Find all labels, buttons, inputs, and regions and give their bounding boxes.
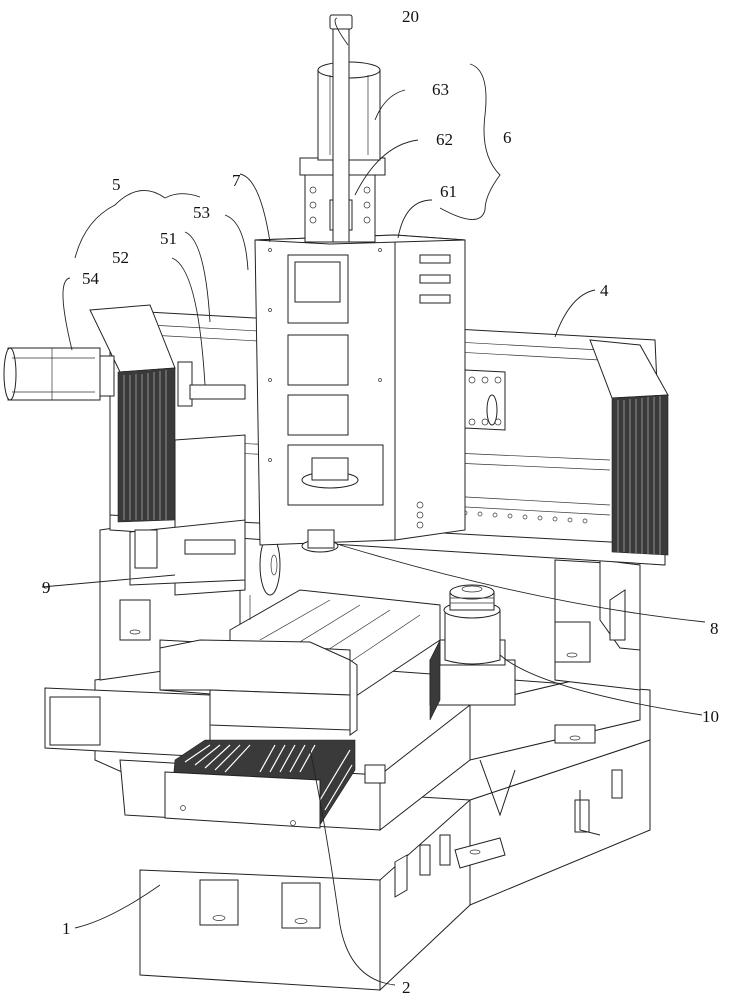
rotary-unit-10 xyxy=(429,584,516,706)
label-62: 62 xyxy=(436,130,453,149)
label-52: 52 xyxy=(112,248,129,267)
label-51: 51 xyxy=(160,229,177,248)
label-61: 61 xyxy=(440,182,457,201)
bellows-right xyxy=(589,339,669,556)
spindle-housing-7 xyxy=(254,234,466,553)
table-guard-2 xyxy=(44,639,358,829)
callout-labels: 20 63 62 6 61 5 7 53 51 52 54 4 9 8 10 1… xyxy=(42,7,719,997)
bellows-left xyxy=(89,304,176,523)
drive-assembly-6 xyxy=(299,14,386,243)
label-2: 2 xyxy=(402,978,411,997)
label-53: 53 xyxy=(193,203,210,222)
label-63: 63 xyxy=(432,80,449,99)
label-5: 5 xyxy=(112,175,121,194)
saddle-9 xyxy=(129,434,281,596)
label-20: 20 xyxy=(402,7,419,26)
label-8: 8 xyxy=(710,619,719,638)
label-4: 4 xyxy=(600,281,609,300)
label-6: 6 xyxy=(503,128,512,147)
leader-lines xyxy=(41,17,706,986)
label-9: 9 xyxy=(42,578,51,597)
label-10: 10 xyxy=(702,707,719,726)
label-54: 54 xyxy=(82,269,100,288)
servo-motor-54 xyxy=(3,347,246,407)
label-1: 1 xyxy=(62,919,71,938)
label-7: 7 xyxy=(232,171,241,190)
